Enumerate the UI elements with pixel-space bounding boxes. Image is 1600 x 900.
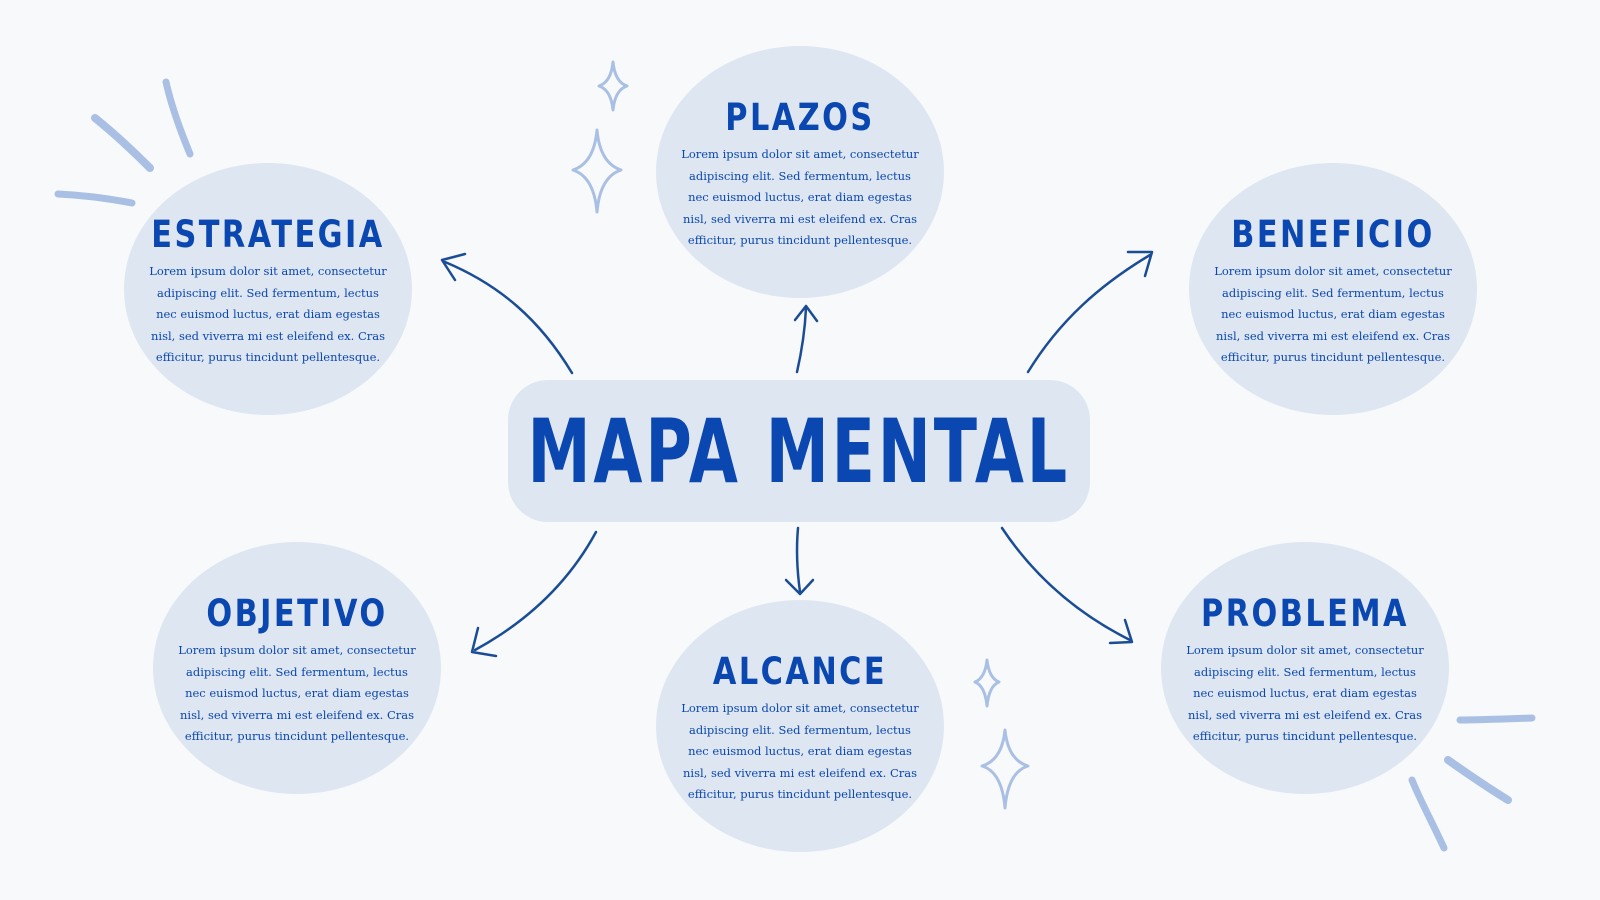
topic-bubble-beneficio: BENEFICIO Lorem ipsum dolor sit amet, co… (1189, 163, 1477, 415)
arrowhead-icon (1108, 618, 1134, 645)
four-point-star-icon (571, 128, 623, 214)
brush-strokes-bottom-right (1408, 714, 1536, 852)
topic-bubble-problema: PROBLEMA Lorem ipsum dolor sit amet, con… (1161, 542, 1449, 794)
four-point-star-icon (973, 658, 1001, 708)
arrow-to-estrategia (443, 260, 574, 375)
topic-text-objetivo: Lorem ipsum dolor sit amet, consectetur … (178, 643, 416, 743)
central-topic: MAPA MENTAL (508, 380, 1090, 522)
arrow-to-alcance (795, 526, 802, 594)
arrowhead-icon (470, 626, 498, 658)
topic-title-beneficio: BENEFICIO (1231, 213, 1435, 256)
topic-bubble-alcance: ALCANCE Lorem ipsum dolor sit amet, cons… (656, 600, 944, 852)
brush-stroke-icon (162, 78, 194, 158)
topic-text-problema: Lorem ipsum dolor sit amet, consectetur … (1186, 643, 1424, 743)
brush-stroke-icon (1456, 714, 1536, 724)
topic-title-estrategia: ESTRATEGIA (151, 213, 385, 256)
topic-text-estrategia: Lorem ipsum dolor sit amet, consectetur … (149, 264, 387, 364)
topic-bubble-plazos: PLAZOS Lorem ipsum dolor sit amet, conse… (656, 46, 944, 298)
sparkles-top (571, 60, 629, 214)
topic-text-alcance: Lorem ipsum dolor sit amet, consectetur … (681, 701, 919, 801)
arrow-to-objetivo (473, 530, 598, 652)
topic-text-beneficio: Lorem ipsum dolor sit amet, consectetur … (1214, 264, 1452, 364)
brush-stroke-icon (54, 190, 136, 207)
brush-stroke-icon (1444, 756, 1512, 804)
topic-title-plazos: PLAZOS (725, 96, 875, 139)
topic-bubble-estrategia: ESTRATEGIA Lorem ipsum dolor sit amet, c… (124, 163, 412, 415)
arrowhead-icon (440, 252, 467, 282)
four-point-star-icon (597, 60, 629, 112)
arrow-to-plazos (795, 306, 808, 374)
arrowhead-icon (793, 304, 819, 323)
four-point-star-icon (980, 728, 1030, 810)
topic-title-problema: PROBLEMA (1201, 592, 1409, 635)
brush-stroke-icon (91, 114, 154, 172)
topic-bubble-objetivo: OBJETIVO Lorem ipsum dolor sit amet, con… (153, 542, 441, 794)
brush-strokes-top-left (54, 78, 194, 207)
topic-title-objetivo: OBJETIVO (206, 592, 388, 635)
topic-title-alcance: ALCANCE (712, 650, 888, 693)
arrow-to-problema (1000, 526, 1132, 642)
arrowhead-icon (784, 578, 815, 596)
central-topic-title: MAPA MENTAL (527, 399, 1071, 503)
sparkles-bottom (973, 658, 1030, 810)
connectors (440, 250, 1154, 658)
topic-text-plazos: Lorem ipsum dolor sit amet, consectetur … (681, 147, 919, 247)
arrowhead-icon (1126, 250, 1154, 278)
arrow-to-beneficio (1026, 253, 1152, 374)
brush-stroke-icon (1408, 776, 1448, 852)
